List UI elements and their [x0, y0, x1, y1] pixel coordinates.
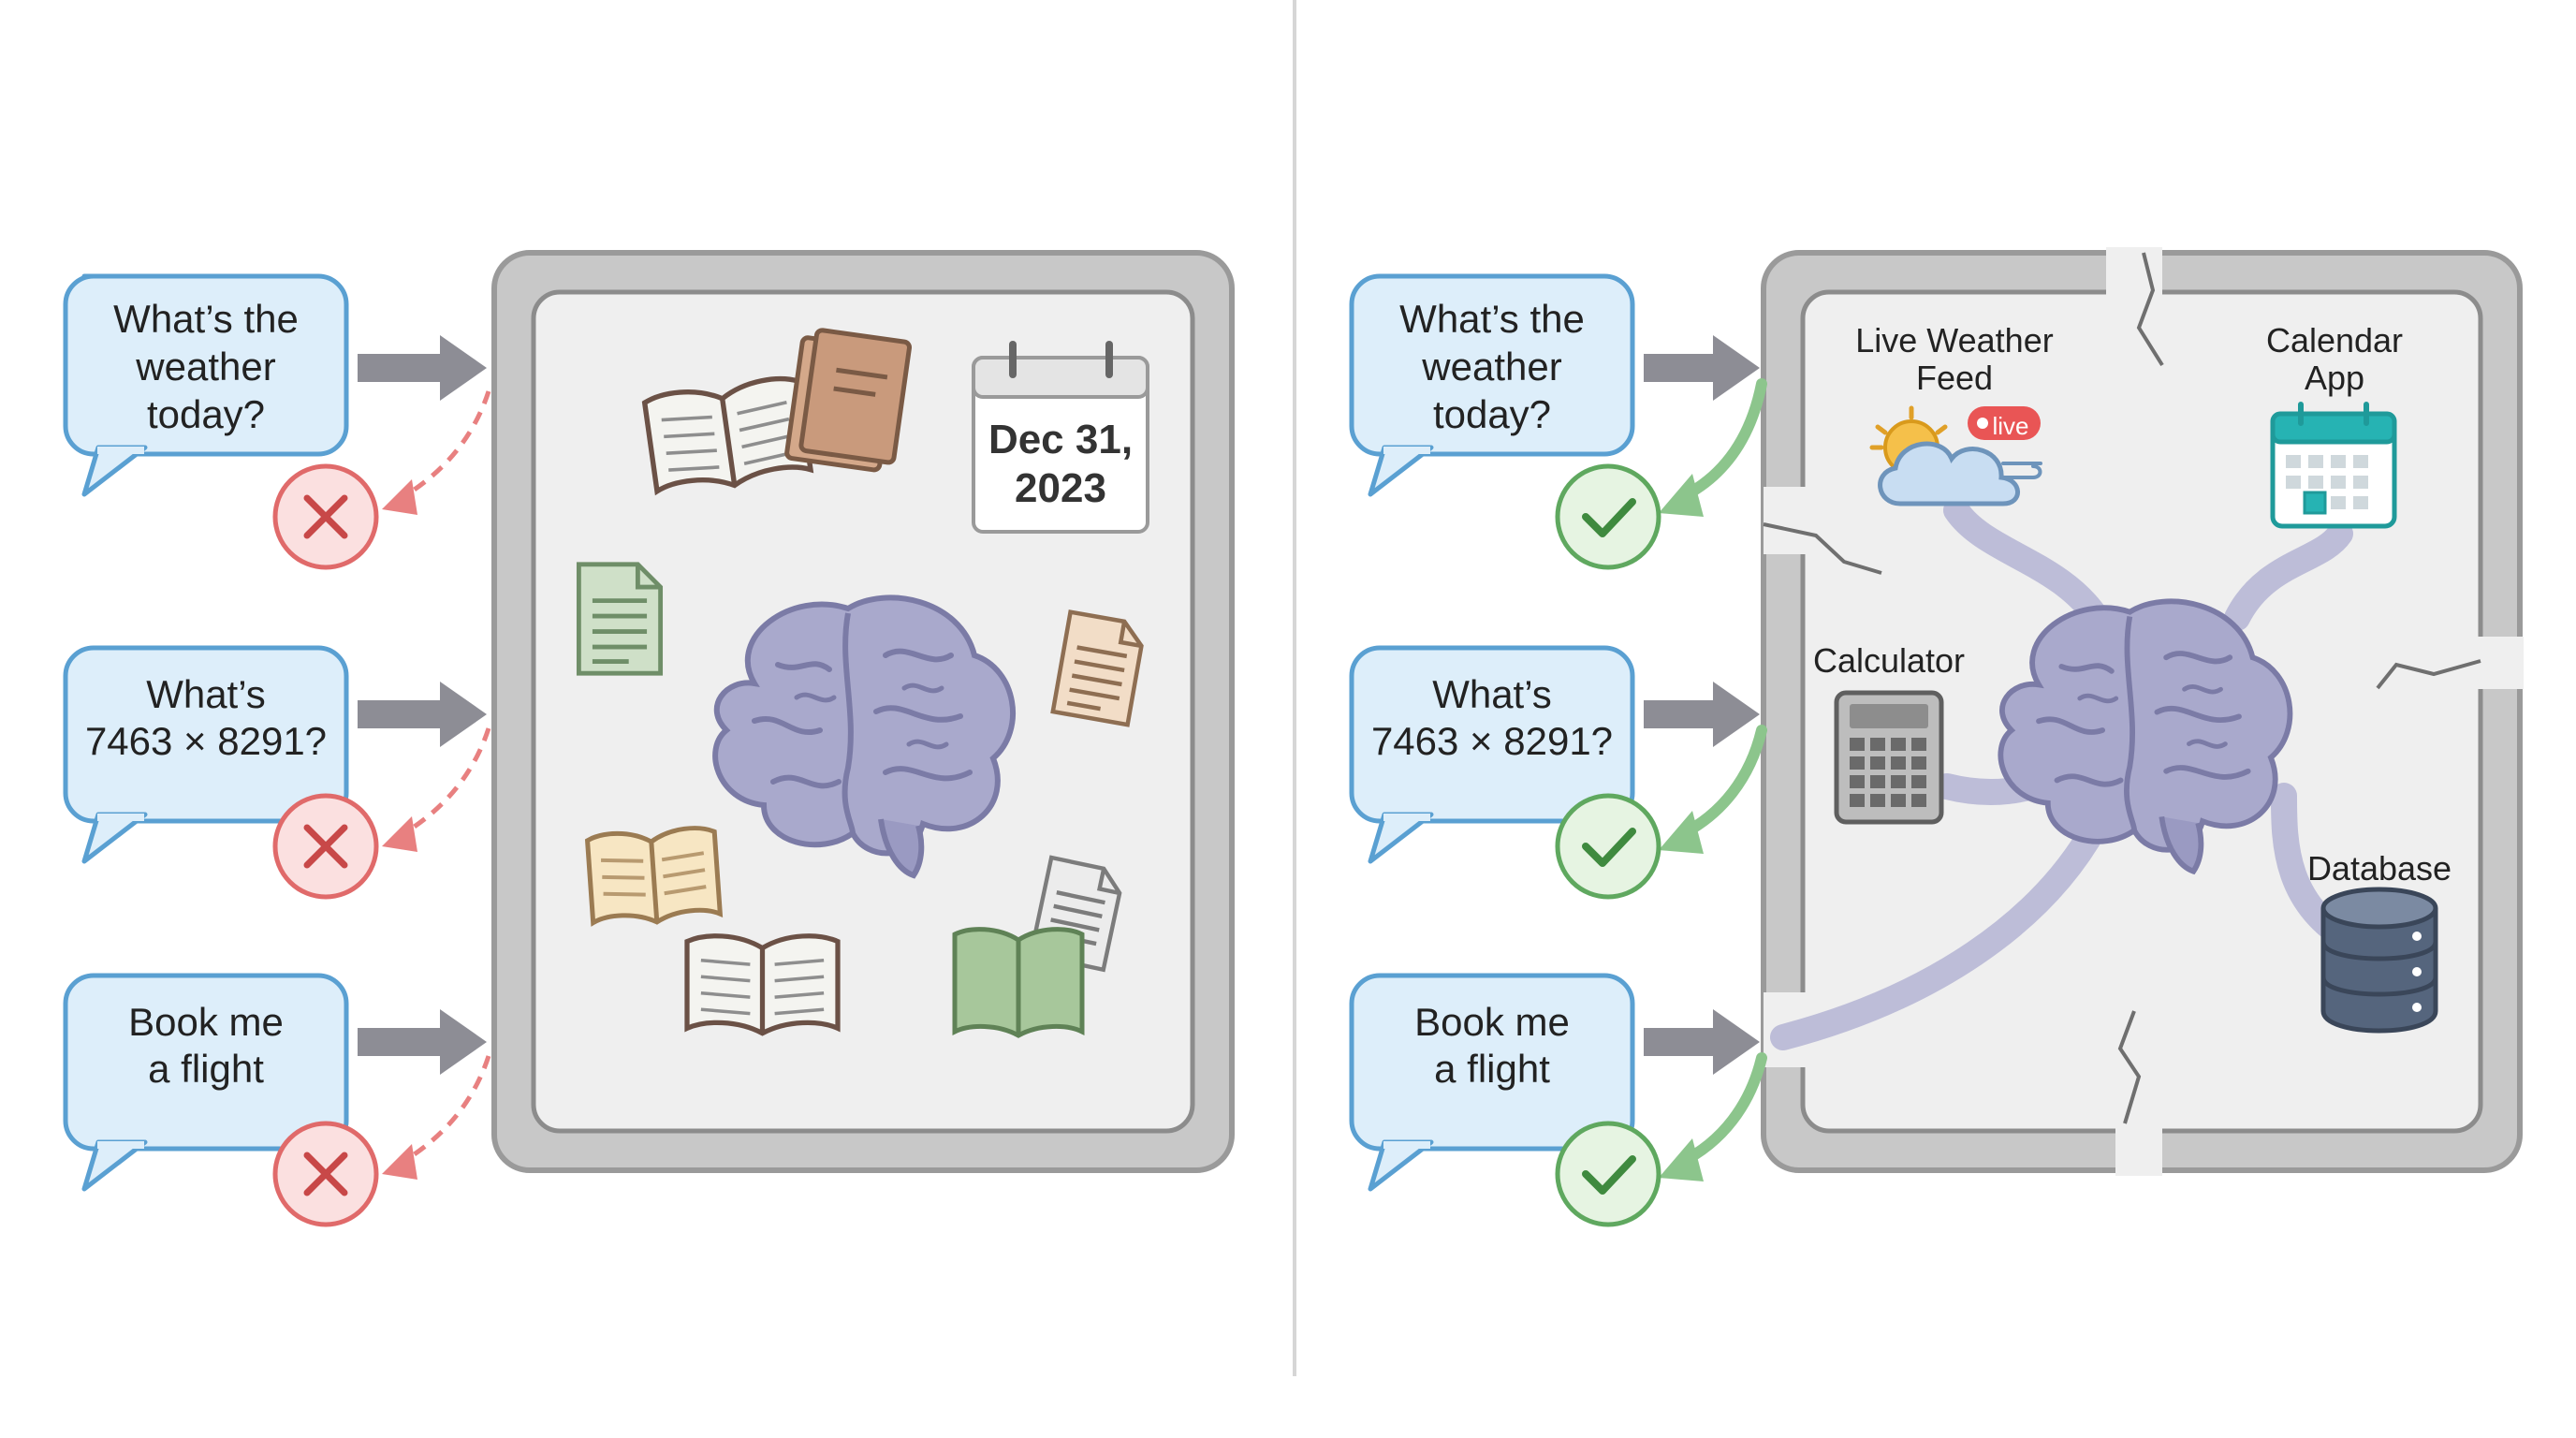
book-icon [687, 936, 838, 1034]
calculator-tool: Calculator [1813, 641, 1965, 825]
check-icon [1555, 793, 1661, 900]
question-line: today? [147, 392, 265, 436]
calendar-app-icon [2270, 402, 2397, 529]
calculator-label: Calculator [1813, 641, 1965, 680]
question-line: What’s the [113, 297, 299, 341]
flight-connection [1770, 792, 2119, 1050]
live-badge-text: live [1992, 412, 2028, 440]
question-bubble-math: What’s 7463 × 8291? [63, 645, 349, 864]
arrowheads [382, 479, 417, 1180]
arrowheads [1659, 474, 1704, 1181]
check-icon [1555, 1121, 1661, 1227]
left-panel: Dec 31, 2023 What’s the weather today? W… [63, 250, 1235, 1227]
book-icon [584, 826, 724, 927]
dashed-return-arrow [389, 390, 491, 506]
wind-icon [2001, 462, 2042, 479]
calendar-card: Dec 31, 2023 [972, 341, 1149, 534]
question-line: What’s the [1399, 297, 1585, 341]
weather-tool: Live Weather Feed live [1855, 321, 2054, 506]
question-bubble-flight: Book me a flight [1349, 973, 1635, 1192]
arrow-right-icon [358, 335, 487, 401]
question-bubble-math: What’s 7463 × 8291? [1349, 645, 1635, 864]
question-line: What’s [1432, 672, 1552, 716]
green-book-icon [952, 927, 1085, 1038]
x-icon [272, 463, 379, 570]
database-icon [2320, 887, 2438, 1034]
weather-label-line2: Feed [1916, 359, 1993, 397]
calendar-app-tool: Calendar App [2266, 321, 2403, 529]
calendar-label-line2: App [2305, 359, 2364, 397]
question-bubble-flight: Book me a flight [63, 973, 349, 1192]
live-badge [1968, 406, 2041, 440]
crack-lines [1763, 252, 2481, 1124]
calendar-connection [2224, 521, 2353, 631]
frame-break [2115, 1123, 2162, 1176]
question-line: today? [1433, 392, 1551, 436]
input-arrows [1644, 335, 1760, 1075]
arrow-right-icon [1644, 682, 1760, 747]
live-dot-icon [1977, 418, 1988, 429]
rejected-return-arrows [389, 390, 491, 1171]
x-icon [272, 793, 379, 900]
calendar-date-line2: 2023 [1015, 465, 1106, 511]
x-icon [272, 1121, 379, 1227]
document-icon [1053, 612, 1146, 725]
dashed-return-arrow [389, 1055, 491, 1171]
calculator-icon [1834, 690, 1944, 825]
database-label: Database [2307, 849, 2452, 888]
question-line: 7463 × 8291? [85, 719, 327, 763]
input-arrows [358, 335, 487, 1075]
document-icon [578, 565, 660, 673]
question-line: Book me [128, 1000, 284, 1044]
dashed-return-arrow [389, 727, 491, 844]
question-line: weather [1421, 345, 1561, 389]
frame-break [1764, 487, 1810, 554]
weather-connection [1943, 497, 2110, 631]
question-bubble-weather: What’s the weather today? [63, 273, 349, 497]
closed-book-icon [784, 328, 913, 473]
weather-label-line1: Live Weather [1855, 321, 2053, 360]
right-panel: Live Weather Feed live Calendar App [1349, 247, 2524, 1227]
arrow-right-icon [1644, 1009, 1760, 1075]
question-line: 7463 × 8291? [1371, 719, 1613, 763]
question-line: a flight [1434, 1047, 1550, 1091]
arrow-right-icon [358, 682, 487, 747]
question-line: a flight [148, 1047, 264, 1091]
question-line: What’s [146, 672, 266, 716]
cloud-icon [1878, 441, 2020, 506]
calendar-date-line1: Dec 31, [988, 417, 1133, 462]
question-bubble-weather: What’s the weather today? [1349, 273, 1635, 497]
calendar-label-line1: Calendar [2266, 321, 2403, 360]
question-line: weather [135, 345, 275, 389]
database-tool: Database [2307, 849, 2452, 1034]
arrow-right-icon [1644, 335, 1760, 401]
arrow-right-icon [358, 1009, 487, 1075]
check-icon [1555, 463, 1661, 570]
question-line: Book me [1414, 1000, 1570, 1044]
